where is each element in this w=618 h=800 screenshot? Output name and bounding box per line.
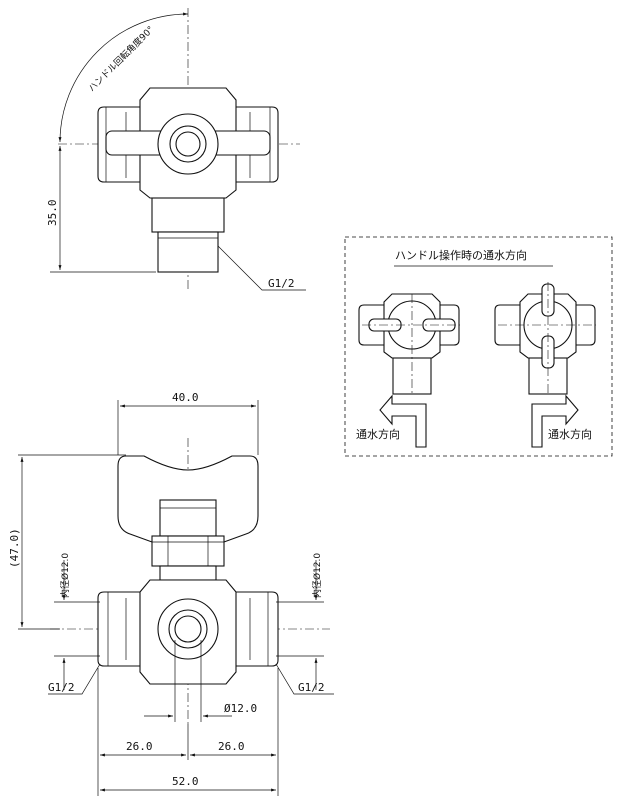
dim-52-label: 52.0 (172, 775, 199, 788)
top-outlet-thread (157, 231, 219, 273)
front-right-port (233, 591, 279, 667)
inner-left-label: 内径Ø12.0 (59, 553, 71, 598)
front-view: 40.0 (47.0) 内径Ø12.0 内径Ø12.0 G1/2 G1/2 Ø1… (8, 391, 334, 796)
flow-arrow-left (379, 394, 427, 448)
legend-valve-right (494, 282, 596, 396)
rotation-label: ハンドル回転角度90° (86, 23, 157, 94)
legend-flow-label-left: 通水方向 (356, 427, 400, 441)
dim-35-label: 35.0 (46, 200, 59, 227)
legend-frame (344, 236, 613, 457)
front-handle-wing (117, 455, 259, 543)
front-gland-nut (151, 535, 225, 567)
legend-valve-left (358, 293, 460, 396)
rotation-arc (58, 12, 189, 143)
top-outlet-stem (151, 197, 225, 233)
inner-right-label: 内径Ø12.0 (311, 553, 323, 598)
top-handle-hub (157, 113, 219, 175)
thread-leader (217, 245, 306, 291)
dim-47-label: (47.0) (8, 528, 21, 568)
top-thread-label: G1/2 (268, 277, 295, 290)
front-left-port (97, 591, 143, 667)
thread-left-leader (48, 663, 101, 695)
front-bore-outer (157, 598, 219, 660)
dim-26-right-label: 26.0 (218, 740, 245, 753)
dim-40-label: 40.0 (172, 391, 199, 404)
thread-right-label: G1/2 (298, 681, 325, 694)
flow-legend: ハンドル操作時の通水方向 通水方向 (344, 236, 613, 457)
dim-bore-label: Ø12.0 (224, 702, 257, 715)
dim-26-left-label: 26.0 (126, 740, 153, 753)
top-view: ハンドル回転角度90° 35.0 G1/2 (46, 8, 306, 291)
legend-title: ハンドル操作時の通水方向 (395, 248, 527, 262)
front-neck (159, 499, 217, 537)
flow-arrow-right (531, 394, 579, 448)
thread-right-leader (275, 663, 334, 695)
legend-flow-label-right: 通水方向 (548, 427, 592, 441)
thread-left-label: G1/2 (48, 681, 75, 694)
